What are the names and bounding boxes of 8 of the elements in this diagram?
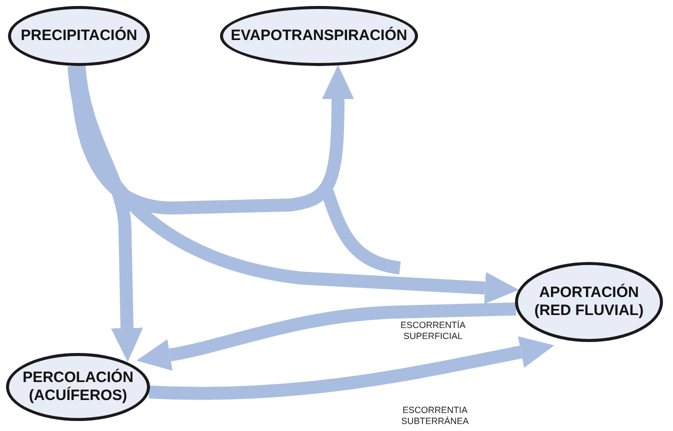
- ellipse-node: APORTACIÓN (RED FLUVIAL): [515, 262, 663, 342]
- arrow: [68, 65, 519, 304]
- ellipse-node: EVAPOTRANSPIRACIÓN: [220, 6, 418, 66]
- arrow: [136, 302, 516, 371]
- ellipse-node: PRECIPITACIÓN: [8, 6, 150, 66]
- ellipse-node: PERCOLACIÓN (ACUÍFEROS): [6, 353, 150, 421]
- arrow: [70, 65, 354, 214]
- arrow: [148, 336, 554, 400]
